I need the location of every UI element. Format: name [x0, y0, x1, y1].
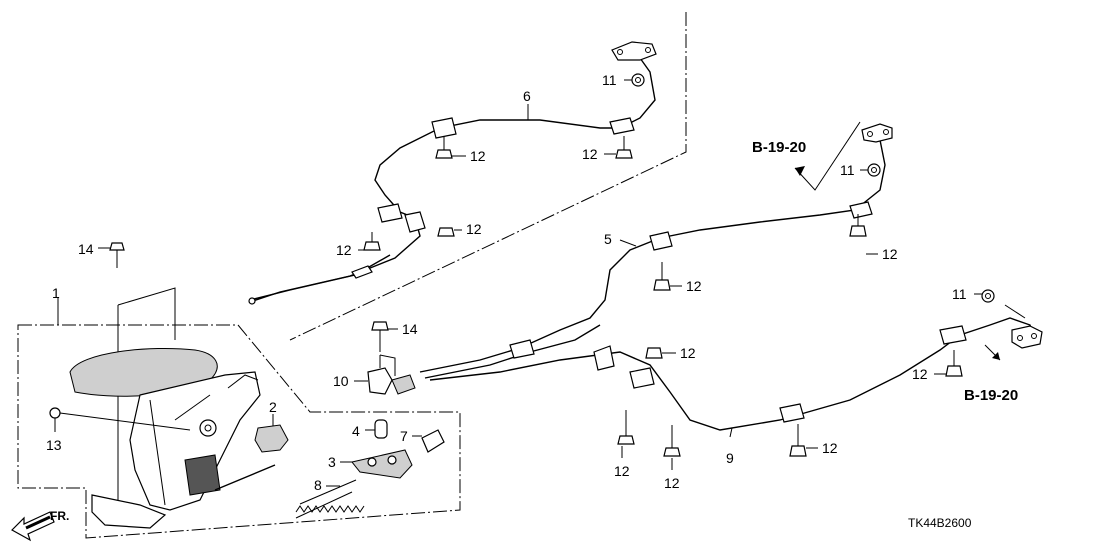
callout-12-j: 12: [664, 475, 680, 491]
callout-12-k: 12: [822, 440, 838, 456]
callout-14-b: 14: [402, 321, 418, 337]
bolt-12-c: [437, 227, 462, 237]
callout-2: 2: [269, 399, 277, 415]
bolt-14-center: [371, 321, 398, 352]
diagram-code: TK44B2600: [908, 516, 972, 530]
part-10-cable-guide: [354, 354, 416, 395]
part-2-switch: [254, 414, 289, 453]
callout-6: 6: [523, 88, 531, 104]
callout-1: 1: [52, 285, 60, 301]
callout-12-i: 12: [614, 463, 630, 479]
bolt-12-i: [617, 410, 635, 458]
lever-assembly-frame: [17, 324, 461, 539]
bolt-14-upper: [98, 242, 125, 268]
cable-6: [248, 41, 657, 305]
cable-9: [429, 317, 1043, 438]
bolt-12-g: [645, 347, 676, 359]
callout-12-c: 12: [466, 221, 482, 237]
callout-10: 10: [333, 373, 349, 389]
bolt-12-b: [604, 136, 633, 159]
callout-12-f: 12: [882, 246, 898, 262]
part-4-collar: [365, 419, 388, 439]
part-7-adjusting-nut: [412, 429, 445, 453]
part-3-equalizer: [340, 449, 413, 479]
callout-11-c: 11: [952, 286, 967, 302]
callout-12-a: 12: [470, 148, 486, 164]
bolt-12-a: [435, 136, 466, 159]
callout-1-leader: [57, 287, 176, 500]
callout-7: 7: [400, 428, 408, 444]
callout-4: 4: [352, 423, 360, 439]
callout-12-g: 12: [680, 345, 696, 361]
nut-11-b: [860, 163, 881, 177]
callout-13: 13: [46, 437, 62, 453]
cable-5: [419, 123, 893, 379]
callout-12-b: 12: [582, 146, 598, 162]
callout-11-b: 11: [840, 162, 855, 178]
nut-13: [49, 407, 191, 432]
bolt-12-h: [934, 350, 963, 377]
parking-brake-lever: [69, 348, 276, 529]
nut-11-c: [974, 289, 995, 303]
bolt-12-j: [663, 425, 681, 470]
callout-5: 5: [604, 231, 612, 247]
upper-cable-frame: [289, 12, 687, 341]
reference-arrow-lower: [984, 304, 1026, 361]
bolt-12-k: [789, 424, 818, 457]
nut-11-a: [624, 73, 645, 87]
reference-arrow-upper: [794, 121, 861, 191]
callout-12-e: 12: [686, 278, 702, 294]
callout-14-a: 14: [78, 241, 94, 257]
callout-9: 9: [726, 450, 734, 466]
bolt-12-f: [849, 214, 878, 255]
reference-b-19-20-upper: B-19-20: [752, 139, 806, 156]
callout-12-h: 12: [912, 366, 928, 382]
callout-12-d: 12: [336, 242, 352, 258]
bolt-12-d: [358, 232, 381, 251]
front-direction-label: FR.: [50, 509, 69, 523]
callout-3: 3: [328, 454, 336, 470]
reference-b-19-20-lower: B-19-20: [964, 387, 1018, 404]
front-direction-arrow-icon: [11, 511, 55, 542]
part-8-spring: [295, 479, 365, 519]
callout-8: 8: [314, 477, 322, 493]
callout-11-a: 11: [602, 72, 617, 88]
bolt-12-e: [653, 262, 682, 291]
